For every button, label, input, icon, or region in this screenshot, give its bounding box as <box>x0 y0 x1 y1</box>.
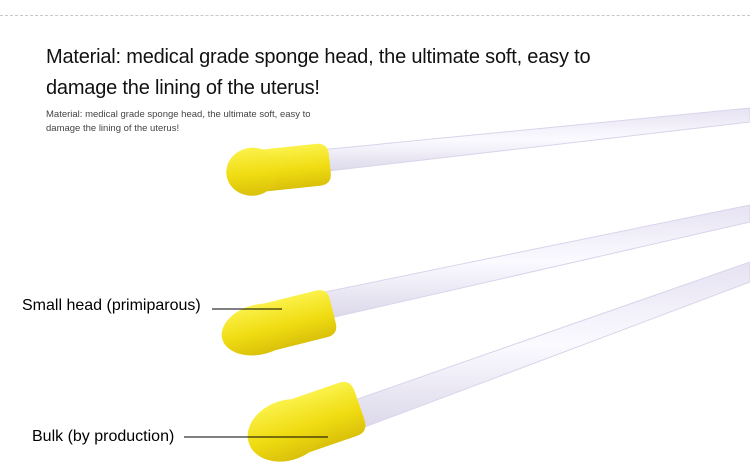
top-dashed-divider <box>0 15 750 16</box>
sponge-head-top <box>226 143 331 196</box>
product-subtitle: Material: medical grade sponge head, the… <box>46 109 311 134</box>
callout-small-head: Small head (primiparous) <box>22 297 201 314</box>
callout-bulk: Bulk (by production) <box>32 428 175 445</box>
sponge-head-small <box>221 290 337 356</box>
sponge-head-bulk <box>247 381 366 462</box>
catheter-bottom <box>247 261 750 462</box>
product-title: Material: medical grade sponge head, the… <box>46 46 591 99</box>
catheter-top <box>226 107 750 196</box>
catheter-middle <box>221 204 750 356</box>
